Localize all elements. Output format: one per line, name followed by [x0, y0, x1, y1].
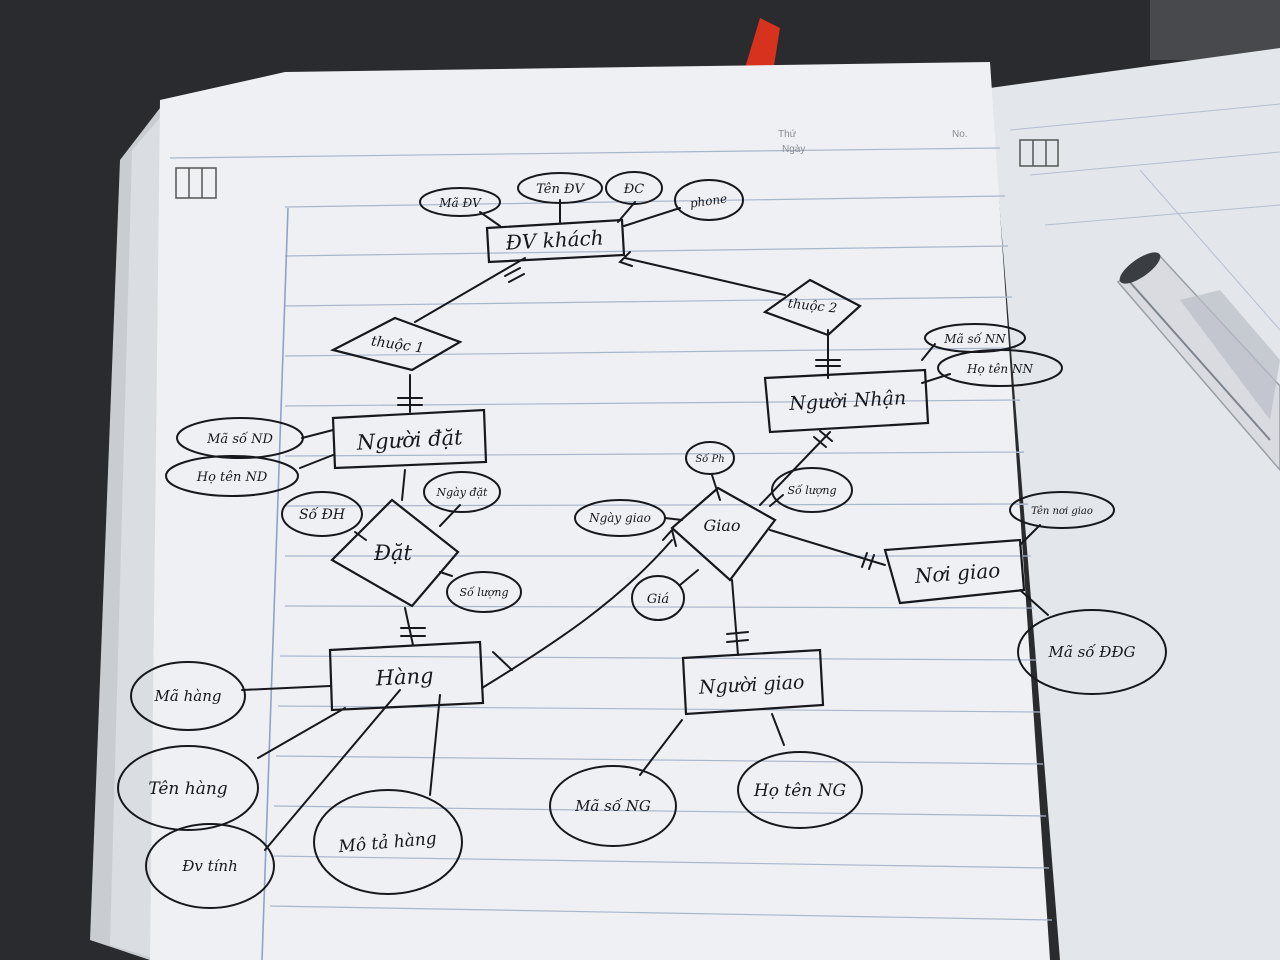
ruled-lines	[169, 147, 1053, 921]
attribute-ngay-dat	[423, 471, 501, 513]
attribute-ma-dv	[419, 187, 501, 217]
entity-dv-khach-label: ĐV khách	[504, 225, 604, 254]
attribute-ma-hang	[130, 661, 246, 731]
relationship-giao-label: Giao	[703, 516, 740, 535]
notebook-page	[150, 62, 1050, 960]
relationship-dat-label: Đặt	[373, 541, 412, 565]
entity-nguoi-giao	[681, 648, 825, 716]
entity-nguoi-dat-label: Người đặt	[355, 425, 463, 455]
attribute-ten-dv-label: Tên ĐV	[536, 182, 585, 197]
right-page-lines	[1009, 103, 1280, 331]
attribute-so-dh	[281, 491, 363, 537]
attribute-so-ph	[685, 441, 735, 475]
attribute-so-luong-giao-label: Số lượng	[787, 484, 836, 497]
attribute-ma-hang-label: Mã hàng	[154, 687, 222, 705]
connectors	[241, 199, 1049, 851]
attribute-ho-ten-ng-label: Họ tên NG	[753, 781, 846, 801]
attribute-ngay-giao-label: Ngày giao	[588, 511, 651, 525]
thu-label: Thứ	[778, 129, 797, 140]
attribute-ma-so-ng	[549, 765, 677, 847]
attribute-ma-dv-label: Mã ĐV	[438, 196, 482, 210]
entity-nguoi-nhan	[763, 368, 930, 434]
entity-dv-khach	[485, 218, 626, 264]
attribute-so-luong-giao	[771, 467, 853, 513]
bookmark-ribbon	[742, 18, 780, 78]
attribute-ngay-dat-label: Ngày đặt	[436, 486, 489, 499]
attribute-so-luong-dat	[446, 571, 522, 613]
attribute-ten-hang	[117, 745, 259, 831]
attribute-dv-tinh	[145, 823, 275, 909]
attribute-ho-ten-nn	[937, 349, 1063, 387]
margin-line	[261, 207, 289, 960]
entity-nguoi-dat	[331, 408, 488, 470]
attribute-ho-ten-nd-label: Họ tên ND	[196, 470, 268, 485]
attribute-ma-so-nn-label: Mã số NN	[943, 331, 1006, 346]
right-page	[990, 48, 1280, 960]
attribute-ho-ten-ng	[737, 751, 863, 829]
attribute-dc	[605, 171, 663, 205]
attribute-ma-so-nd-label: Mã số ND	[206, 431, 273, 447]
entities	[328, 218, 1026, 716]
attribute-ma-so-ng-label: Mã số NG	[574, 797, 651, 815]
attribute-dv-tinh-label: Đv tính	[181, 857, 238, 875]
entity-noi-giao	[883, 538, 1026, 605]
no-label: No.	[952, 129, 968, 140]
attribute-so-dh-label: Số ĐH	[299, 506, 346, 523]
relationships	[329, 278, 862, 608]
right-page-header-box	[1019, 139, 1059, 167]
attribute-ten-hang-label: Tên hàng	[148, 779, 227, 799]
entity-hang	[328, 640, 485, 712]
attribute-ten-noi-giao-label: Tên nơi giao	[1031, 506, 1093, 517]
attribute-ho-ten-nd	[165, 455, 299, 497]
entity-hang-label: Hàng	[374, 664, 434, 691]
ngay-label: Ngày	[782, 144, 805, 155]
relationship-giao	[670, 486, 777, 582]
attribute-ma-so-ddg-label: Mã số ĐĐG	[1048, 643, 1136, 661]
relationship-thuoc-1	[329, 316, 463, 372]
relationship-thuoc-2	[762, 278, 862, 337]
background-object	[1150, 0, 1280, 60]
attribute-gia-label: Giá	[647, 592, 670, 607]
attribute-ma-so-nd	[176, 417, 304, 459]
relationship-thuoc-1-label: thuộc 1	[370, 333, 425, 356]
attribute-ho-ten-nn-label: Họ tên NN	[966, 362, 1033, 376]
relationship-dat	[330, 498, 460, 608]
attribute-ngay-giao	[574, 499, 666, 537]
pen	[1116, 252, 1280, 472]
attribute-so-ph-label: Số Ph	[695, 454, 724, 465]
attribute-ten-noi-giao	[1009, 491, 1115, 529]
attribute-phone	[674, 179, 744, 221]
attribute-mo-ta-hang	[313, 789, 463, 895]
header-box-icon	[175, 167, 217, 199]
attribute-dc-label: ĐC	[623, 182, 644, 197]
attribute-so-luong-dat-label: Số lượng	[459, 586, 508, 599]
attribute-phone-label: phone	[689, 191, 728, 210]
relationship-thuoc-2-label: thuộc 2	[787, 296, 838, 316]
attributes	[117, 171, 1167, 909]
attribute-ma-so-ddg	[1017, 609, 1167, 695]
attribute-gia	[631, 575, 685, 621]
attribute-ten-dv	[517, 172, 603, 204]
